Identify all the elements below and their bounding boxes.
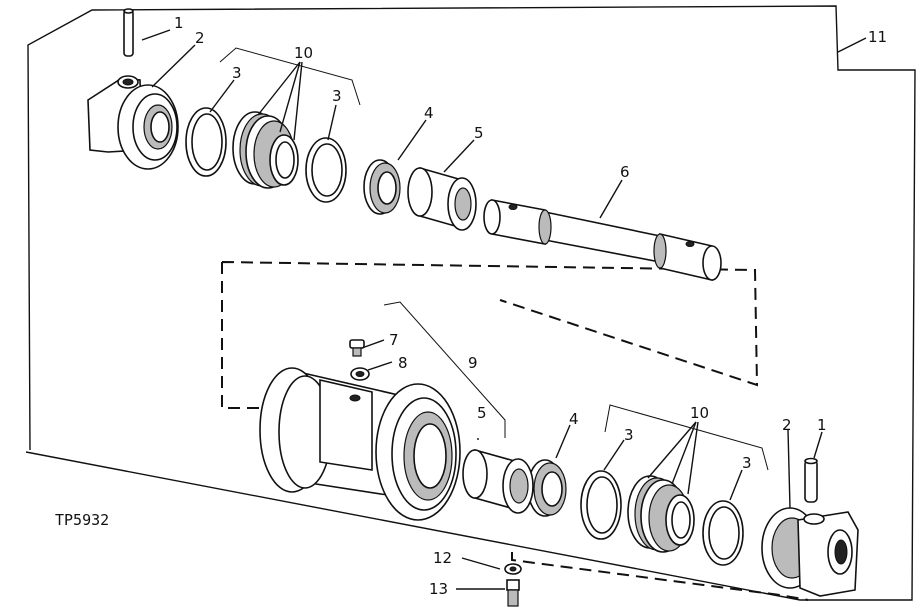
seal-part-10-lower: [627, 475, 695, 553]
callout-10-upper: 10: [294, 44, 313, 62]
callout-8: 8: [398, 354, 408, 372]
callout-3-upper-right: 3: [332, 87, 342, 105]
bracket-10-lower: [604, 404, 769, 471]
oring-part-3-d: [702, 500, 744, 566]
callout-5-lower: 5: [477, 404, 487, 422]
oring-part-3-b: [305, 137, 347, 203]
bushing-part-5-lower: [462, 448, 534, 514]
lower-dashed-bracket: [511, 552, 809, 601]
oring-part-3-a: [185, 107, 227, 177]
roller-group-dashed-outline: [221, 261, 759, 409]
callout-2-lower: 2: [782, 416, 792, 434]
leader-lines: [141, 29, 867, 590]
washer-part-8: [350, 367, 370, 381]
callout-3-upper-left: 3: [232, 64, 242, 82]
callout-5-upper: 5: [474, 124, 484, 142]
callout-10-lower: 10: [690, 404, 709, 422]
callout-11: 11: [868, 28, 887, 46]
collar-part-2-lower: [761, 507, 859, 597]
callout-4-upper: 4: [424, 104, 434, 122]
bushing-part-5-upper: [407, 166, 477, 231]
pin-part-1-lower: [804, 457, 818, 503]
oring-part-3-c: [580, 470, 622, 540]
callout-1-lower: 1: [817, 416, 827, 434]
roller-part-9: [259, 367, 461, 521]
callout-9: 9: [468, 354, 478, 372]
callout-4-lower: 4: [569, 410, 579, 428]
pin-part-1-upper: [123, 8, 134, 57]
callout-3-lower-left: 3: [624, 426, 634, 444]
callout-13: 13: [429, 580, 448, 598]
washer-part-4-upper: [363, 159, 401, 215]
washer-part-4-lower: [527, 459, 567, 517]
callout-1-upper: 1: [174, 14, 184, 32]
callout-3-lower-right: 3: [742, 454, 752, 472]
callout-7: 7: [389, 331, 399, 349]
washer-part-12: [504, 563, 522, 575]
figure-code: TP5932: [55, 511, 109, 529]
callout-6: 6: [620, 163, 630, 181]
seal-part-10-upper: [232, 111, 299, 189]
callout-12: 12: [433, 549, 452, 567]
assembly-plate-outline: [25, 5, 916, 601]
bracket-9: [383, 301, 506, 438]
callout-labels: 1 2 3 10 3 4 5 6 11 7 8 9 5 4 3 10 3 2 1…: [174, 14, 887, 598]
shaft-part-6: [483, 199, 722, 282]
bracket-10-upper: [219, 47, 361, 106]
callout-2-upper: 2: [195, 29, 205, 47]
collar-part-2-upper: [87, 75, 179, 170]
bolt-part-13: [506, 579, 520, 607]
screw-part-7: [349, 339, 365, 357]
